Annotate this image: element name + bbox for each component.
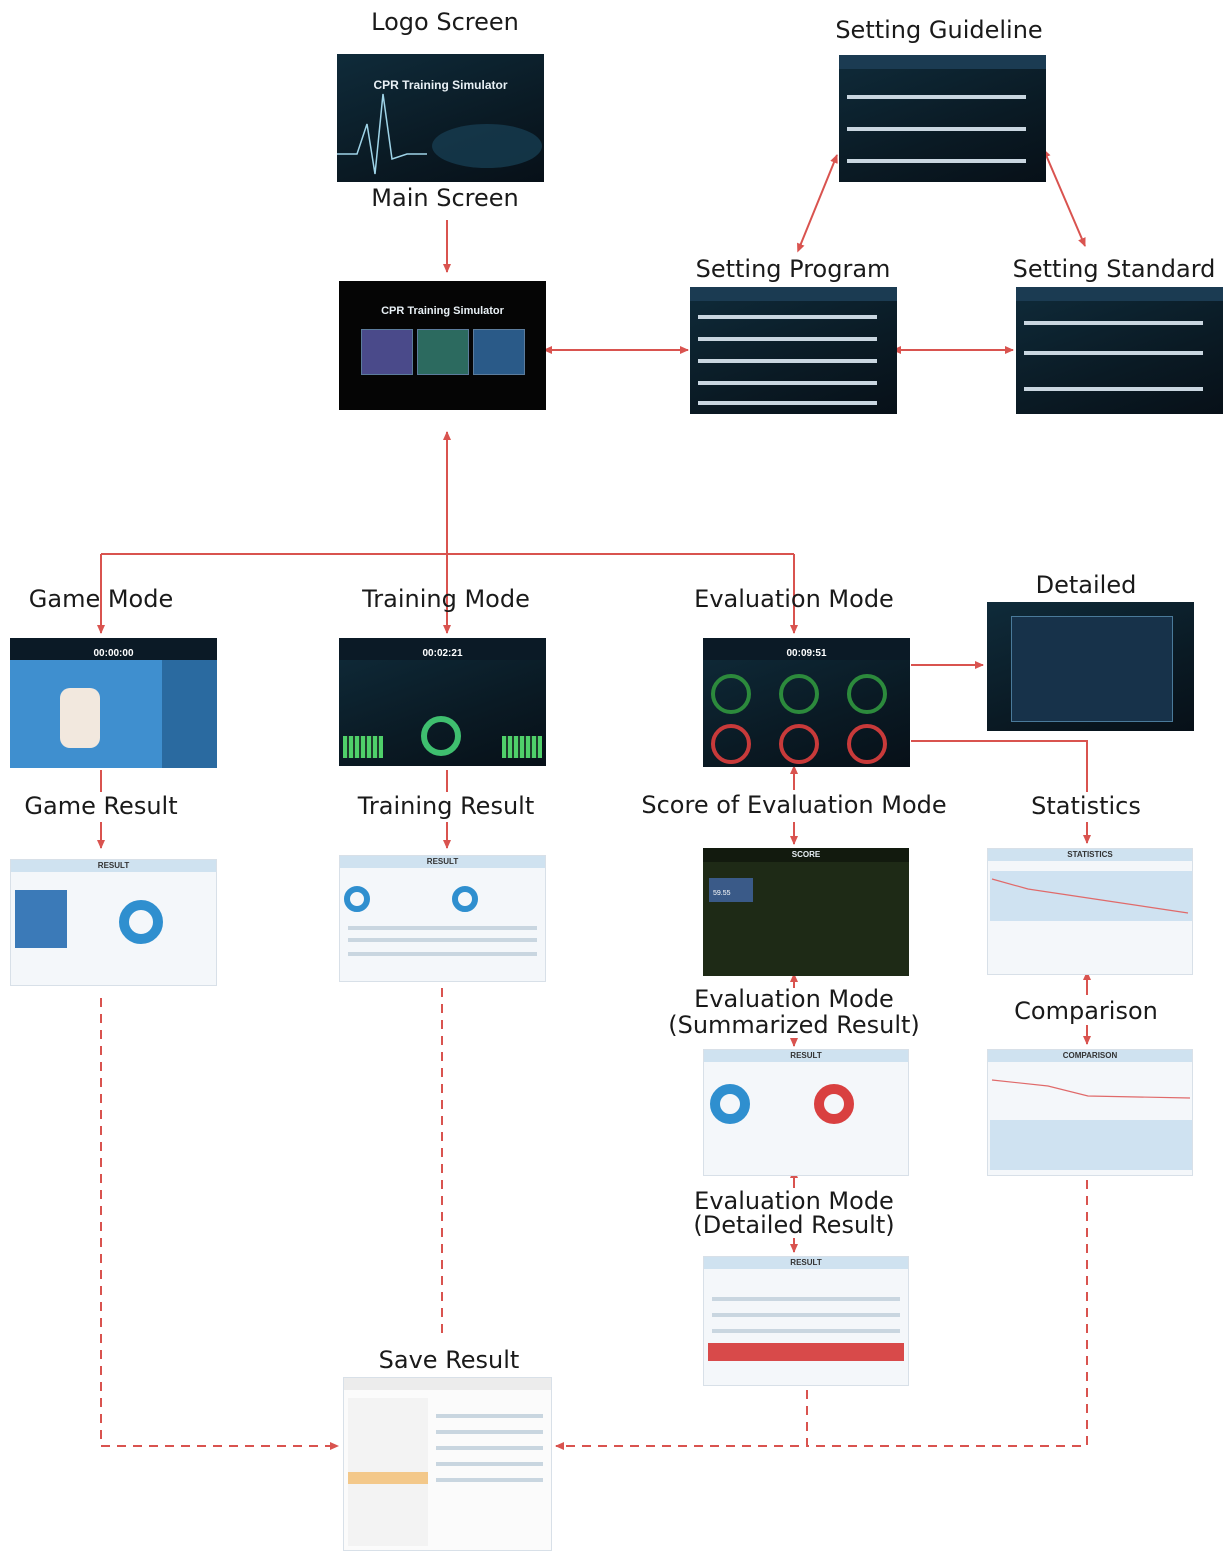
arrow-guideline-standard: [1043, 148, 1086, 247]
label-score-evaluation: Score of Evaluation Mode: [641, 791, 947, 819]
standard-tabbar: [1016, 287, 1223, 301]
setting-guideline-thumbnail: [839, 55, 1046, 182]
arrow-program-guideline: [797, 154, 838, 253]
label-training-mode: Training Mode: [362, 585, 530, 613]
program-tabbar: [690, 287, 897, 301]
label-comparison: Comparison: [1014, 997, 1158, 1025]
comparison-thumbnail: COMPARISON: [987, 1049, 1193, 1176]
label-game-result: Game Result: [24, 792, 178, 820]
label-detailed: Detailed: [1035, 571, 1137, 599]
score-thumbnail: SCORE 59.55: [703, 848, 909, 976]
training-result-title: RESULT: [426, 857, 459, 866]
setting-program-thumbnail: [690, 287, 897, 414]
game-result-title: RESULT: [97, 861, 130, 870]
evaluation-mode-thumbnail: 00:09:51: [703, 638, 910, 767]
eval-timer: 00:09:51: [786, 648, 827, 659]
comparison-title: COMPARISON: [1062, 1051, 1118, 1060]
guideline-tabbar: [839, 55, 1046, 69]
logo-screen-title: CPR Training Simulator: [373, 78, 508, 92]
training-mode-thumbnail: 00:02:21: [339, 638, 546, 766]
eval-summarized-thumbnail: RESULT: [703, 1049, 909, 1176]
eval-summarized-title: RESULT: [790, 1051, 822, 1060]
ecg-wave-icon: [337, 93, 542, 175]
training-timer: 00:02:21: [422, 648, 463, 659]
game-result-thumbnail: RESULT: [10, 859, 217, 986]
arrow-eval-statistics: [911, 740, 1088, 792]
save-result-thumbnail: [343, 1377, 552, 1551]
game-mode-tile[interactable]: [361, 329, 413, 375]
label-save-result: Save Result: [378, 1346, 520, 1374]
evaluation-mode-tile[interactable]: [473, 329, 525, 375]
label-training-result: Training Result: [357, 792, 535, 820]
statistics-thumbnail: STATISTICS: [987, 848, 1193, 975]
score-value: 59.55: [713, 890, 731, 897]
statistics-line-icon: [990, 871, 1192, 921]
label-game-mode: Game Mode: [28, 585, 174, 613]
label-eval-summarized-line1: Evaluation Mode: [694, 985, 894, 1013]
label-setting-guideline: Setting Guideline: [835, 16, 1043, 44]
dashed-comparison-save: [807, 1180, 1088, 1447]
label-setting-program: Setting Program: [695, 255, 891, 283]
game-timer: 00:00:00: [93, 648, 134, 659]
dashed-eval-save: [555, 1390, 808, 1450]
training-mode-tile[interactable]: [417, 329, 469, 375]
label-setting-standard: Setting Standard: [1012, 255, 1216, 283]
dashed-game-save: [100, 998, 339, 1450]
logo-screen-thumbnail: CPR Training Simulator: [337, 54, 544, 182]
label-logo-screen: Logo Screen: [371, 8, 519, 36]
detailed-thumbnail: [987, 602, 1194, 731]
training-result-thumbnail: RESULT: [339, 855, 546, 982]
label-eval-detailed-line2: (Detailed Result): [693, 1211, 895, 1239]
statistics-title: STATISTICS: [1067, 850, 1113, 859]
label-eval-summarized-line2: (Summarized Result): [668, 1011, 920, 1039]
label-eval-detailed-line1: Evaluation Mode: [694, 1187, 894, 1215]
eval-detailed-thumbnail: RESULT: [703, 1256, 909, 1386]
main-screen-title: CPR Training Simulator: [381, 305, 504, 317]
label-evaluation-mode: Evaluation Mode: [694, 585, 894, 613]
setting-standard-thumbnail: [1016, 287, 1223, 414]
label-statistics: Statistics: [1031, 792, 1141, 820]
game-mode-thumbnail: 00:00:00: [10, 638, 217, 768]
label-main-screen: Main Screen: [371, 184, 519, 212]
comparison-line-icon: [990, 1079, 1192, 1170]
main-screen-thumbnail: CPR Training Simulator: [339, 281, 546, 410]
eval-detailed-title: RESULT: [790, 1258, 822, 1267]
score-title: SCORE: [791, 850, 821, 859]
